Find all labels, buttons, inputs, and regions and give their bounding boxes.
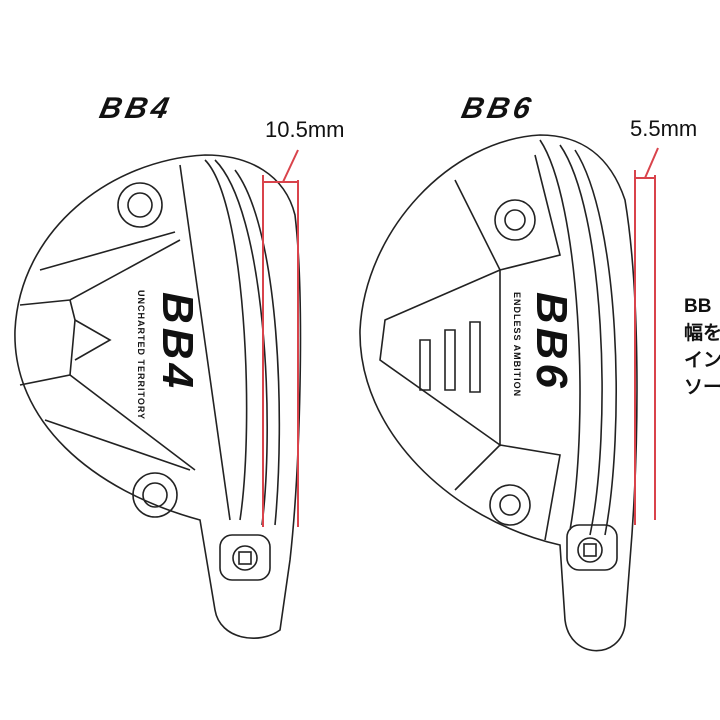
- bb4-head-drawing: [14, 154, 302, 639]
- bb6-width-measure: [634, 147, 659, 525]
- bb6-width-label: 5.5mm: [630, 116, 698, 141]
- bb6-head-drawing: [359, 134, 638, 652]
- bb4-sole-tagline: UNCHARTED TERRITORY: [136, 290, 146, 421]
- side-text-line: ソー: [684, 377, 720, 398]
- side-description-text: BB 幅を イン ソー: [684, 293, 720, 401]
- bb4-width-label: 10.5mm: [265, 117, 345, 142]
- bb6-sole-tagline: ENDLESS AMBITION: [512, 292, 522, 398]
- side-text-line: BB: [684, 296, 712, 317]
- side-text-line: 幅を: [684, 323, 720, 344]
- bb4-sole-logo: BB4: [153, 292, 202, 393]
- bb4-width-measure: [262, 149, 299, 527]
- bb6-model-label: BB6: [458, 92, 538, 125]
- bb6-sole-logo: BB6: [527, 292, 576, 393]
- bb4-model-label: BB4: [96, 92, 176, 125]
- side-text-line: イン: [684, 350, 720, 371]
